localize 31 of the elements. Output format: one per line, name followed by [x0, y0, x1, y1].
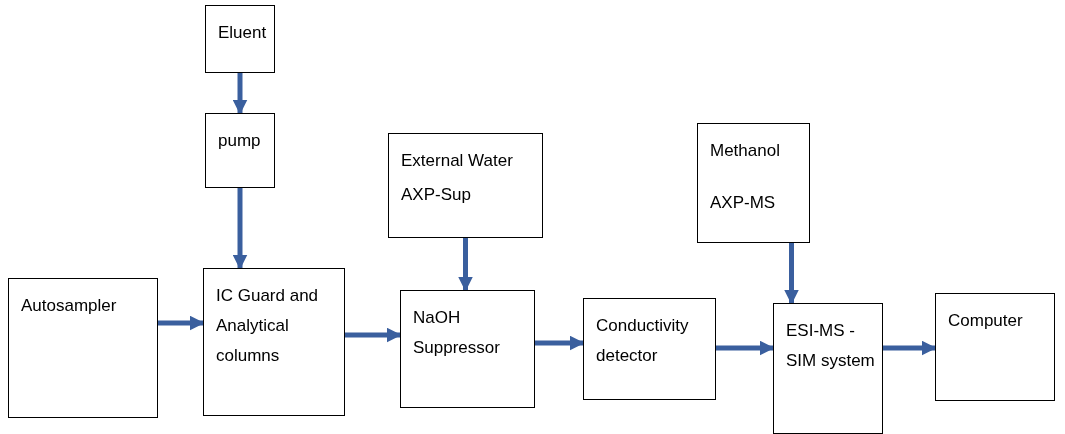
arrow	[232, 188, 248, 270]
arrow	[232, 73, 248, 115]
box-label: Conductivity detector	[596, 315, 690, 367]
box-label: IC Guard and Analytical columns	[216, 285, 320, 367]
box-label: Methanol	[710, 140, 780, 162]
arrow	[784, 243, 799, 305]
box-label: NaOH Suppressor	[413, 307, 501, 359]
box-label: Computer	[948, 310, 1023, 332]
arrow	[535, 335, 585, 351]
process-box	[697, 123, 810, 243]
box-label: External Water	[401, 150, 513, 172]
process-box	[205, 113, 275, 188]
arrow	[458, 238, 473, 292]
box-label: pump	[218, 130, 261, 152]
process-box	[8, 278, 158, 418]
box-label: AXP-MS	[710, 192, 776, 214]
box-label: AXP-Sup	[401, 184, 471, 206]
process-box	[773, 303, 883, 434]
process-box	[935, 293, 1055, 401]
arrow	[158, 315, 205, 331]
box-label: Autosampler	[21, 295, 117, 317]
arrow	[716, 340, 775, 356]
arrow	[345, 327, 402, 343]
process-box	[388, 133, 543, 238]
process-box	[203, 268, 345, 416]
process-box	[400, 290, 535, 408]
process-box	[583, 298, 716, 400]
arrow	[883, 340, 937, 356]
box-label: Eluent	[218, 22, 267, 44]
box-label: ESI-MS - SIM system	[786, 320, 876, 372]
process-box	[205, 5, 275, 73]
